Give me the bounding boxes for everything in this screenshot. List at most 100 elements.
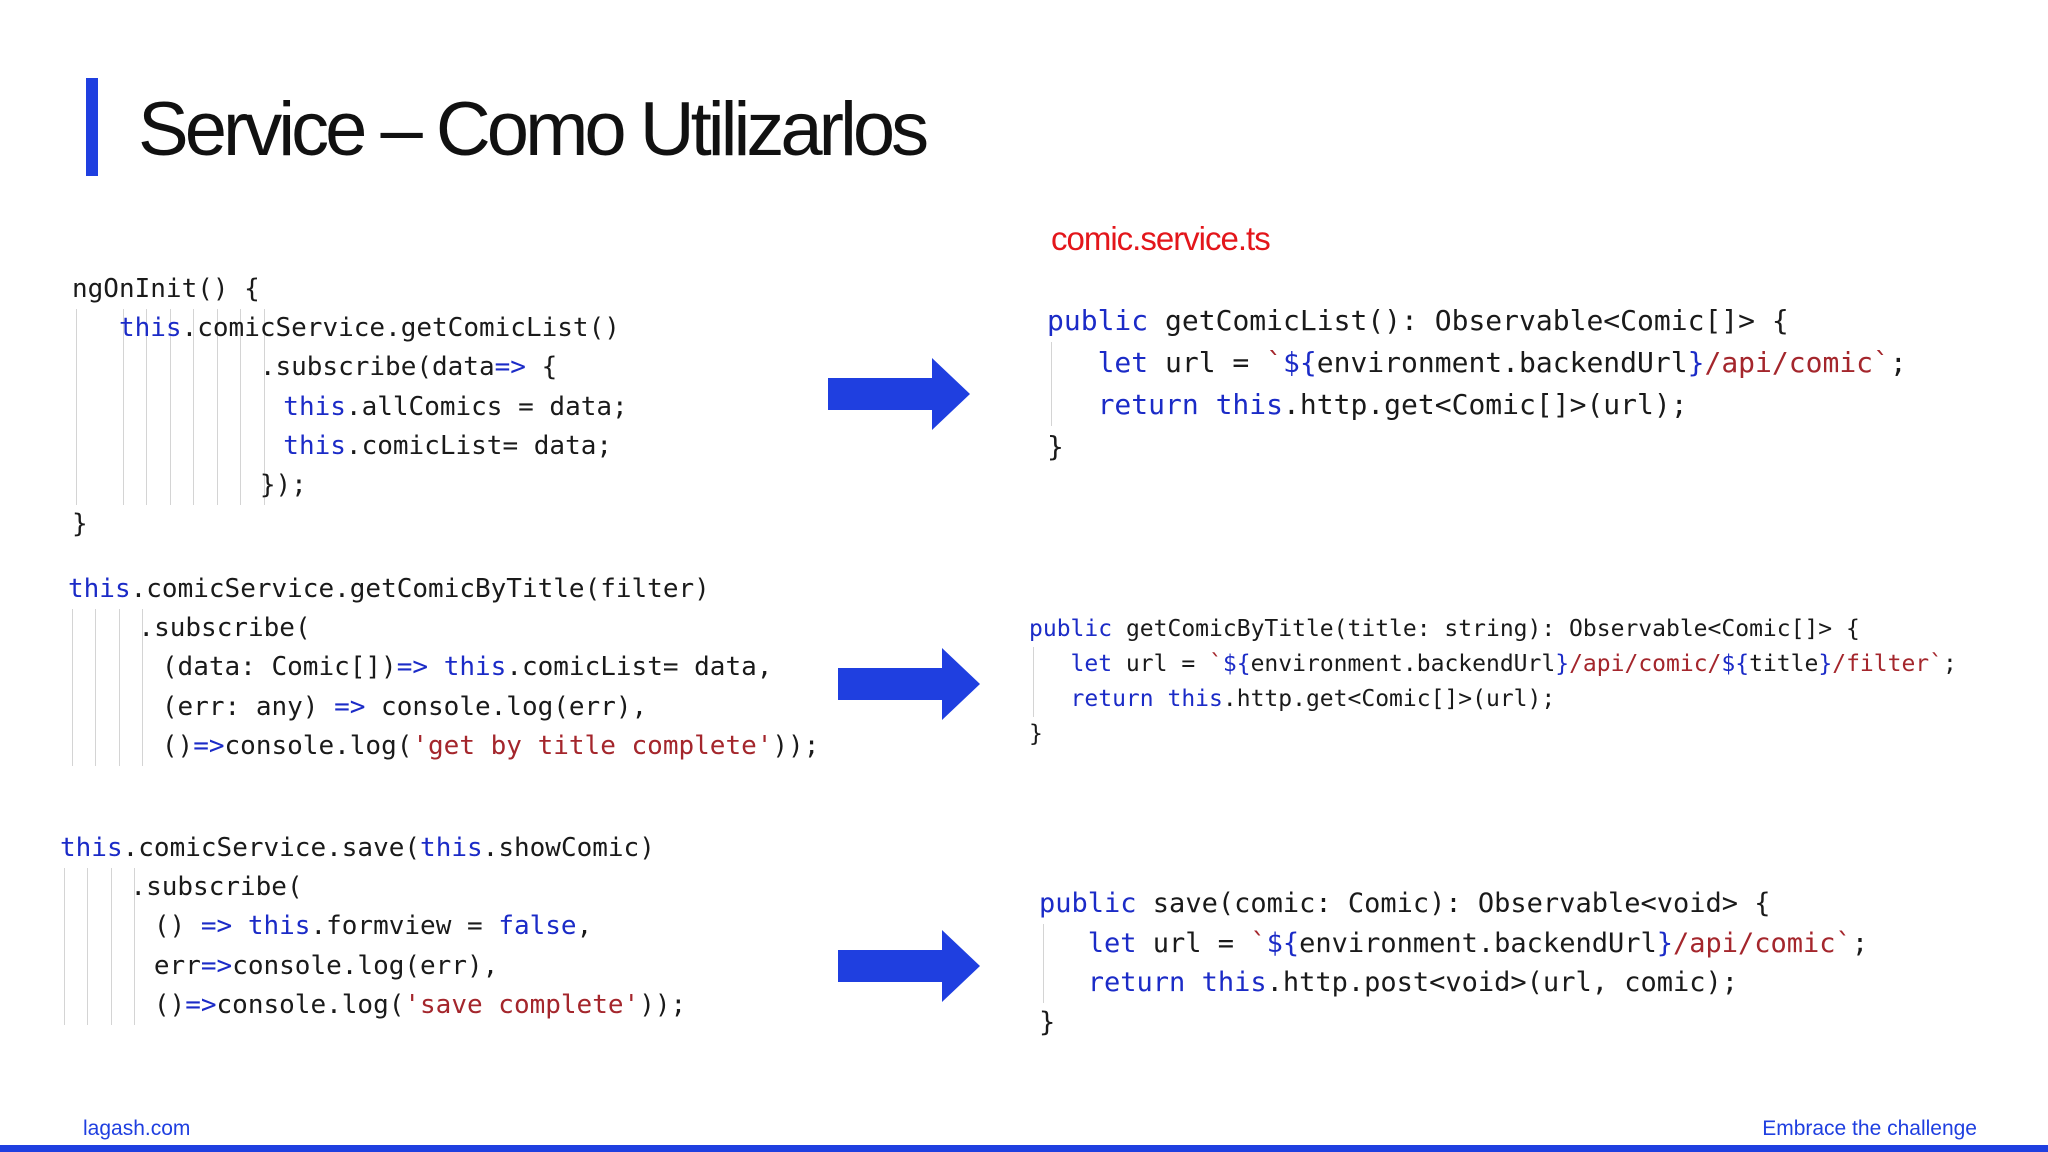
indent-guide-line <box>134 868 136 1025</box>
code-keyword: } <box>1656 927 1673 959</box>
indent-guide-line <box>1043 923 1044 1003</box>
code-string: ` <box>1250 927 1267 959</box>
code-keyword: this <box>118 313 182 344</box>
code-line: } <box>1029 717 1957 752</box>
code-string: 'save complete' <box>404 989 640 1020</box>
code-text: environment.backendUrl <box>1316 346 1688 379</box>
code-keyword: this <box>1215 388 1284 421</box>
code-block-getcomicbytitle-usage: this.comicService.getComicByTitle(filter… <box>68 570 819 766</box>
code-text <box>1199 388 1216 421</box>
code-line: .subscribe( <box>60 868 686 907</box>
code-text: .subscribe( <box>138 613 311 644</box>
code-string: /filter` <box>1832 651 1943 677</box>
code-keyword: ${ <box>1266 927 1300 959</box>
code-keyword: this <box>283 391 346 422</box>
indent-guide-line <box>193 309 195 506</box>
code-keyword: this <box>68 574 131 604</box>
code-line: ()=>console.log('save complete')); <box>60 986 686 1025</box>
code-keyword: return <box>1070 686 1154 712</box>
code-keyword: return <box>1087 967 1186 998</box>
code-line: public getComicList(): Observable<Comic[… <box>1047 300 1907 342</box>
code-text: } <box>1029 721 1043 747</box>
code-text: title <box>1749 651 1819 677</box>
code-line: (err: any) => console.log(err), <box>68 688 819 727</box>
footer-accent-bar <box>0 1145 2048 1152</box>
code-line: return this.http.get<Comic[]>(url); <box>1029 682 1957 717</box>
code-line: this.comicService.getComicList() <box>72 309 628 348</box>
code-text: .http.get<Comic[]>(url); <box>1222 686 1556 712</box>
code-string: /api/comic` <box>1673 927 1852 959</box>
code-text <box>232 911 248 941</box>
code-keyword: this <box>60 833 123 863</box>
code-text: , <box>576 911 593 942</box>
arrow-right-icon <box>828 358 970 430</box>
code-line: let url = `${environment.backendUrl}/api… <box>1047 342 1907 384</box>
code-text: .allComics = data; <box>345 391 628 422</box>
code-text: url = <box>1136 927 1251 959</box>
code-block-getcomicbytitle-service: public getComicByTitle(title: string): O… <box>1029 612 1957 752</box>
code-text: )); <box>772 730 820 761</box>
code-text: console.log(err), <box>365 691 648 722</box>
code-line: ngOnInit() { <box>72 270 628 309</box>
code-string: /api/comic/ <box>1569 651 1722 677</box>
indent-guide-line <box>118 609 120 766</box>
code-text: () <box>153 911 201 942</box>
code-text <box>1154 686 1168 712</box>
code-text: getComicByTitle(title: string): Observab… <box>1112 616 1860 642</box>
code-keyword: this <box>1167 686 1223 712</box>
code-text: console.log( <box>224 730 413 761</box>
code-text: .http.get<Comic[]>(url); <box>1283 388 1688 421</box>
code-text: url = <box>1112 651 1210 677</box>
code-line: (data: Comic[])=> this.comicList= data, <box>68 648 819 687</box>
code-line: }); <box>72 466 628 505</box>
slide-title: Service – Como Utilizarlos <box>138 87 929 172</box>
indent-guide-line <box>64 868 65 1025</box>
code-block-save-service: public save(comic: Comic): Observable<vo… <box>1039 884 1868 1042</box>
code-text: .comicService.save( <box>122 833 421 863</box>
code-text: )); <box>639 989 687 1020</box>
code-text: ngOnInit() { <box>72 274 260 304</box>
code-line: return this.http.post<void>(url, comic); <box>1039 963 1868 1003</box>
footer-tagline: Embrace the challenge <box>1762 1117 1977 1140</box>
code-text: .formview = <box>310 911 499 942</box>
code-text: }); <box>259 470 307 501</box>
code-line: let url = `${environment.backendUrl}/api… <box>1029 647 1957 682</box>
indent-guide-line <box>146 309 148 506</box>
code-string: ` <box>1266 346 1284 379</box>
code-string: ` <box>1209 651 1223 677</box>
code-line: () => this.formview = false, <box>60 907 686 946</box>
indent-guide-line <box>72 609 73 766</box>
code-keyword: } <box>1687 346 1705 379</box>
code-keyword: public <box>1029 616 1113 642</box>
code-text: { <box>525 352 558 383</box>
indent-guide-line <box>87 868 89 1025</box>
file-name-label: comic.service.ts <box>1051 220 1271 257</box>
code-keyword: this <box>443 652 507 683</box>
code-text: ; <box>1943 651 1957 677</box>
code-line: ()=>console.log('get by title complete')… <box>68 727 819 766</box>
code-text <box>428 652 444 682</box>
code-keyword: false <box>498 911 577 942</box>
code-keyword: let <box>1097 346 1149 379</box>
code-keyword: let <box>1087 927 1137 959</box>
code-line: this.comicList= data; <box>72 427 628 466</box>
code-line: this.comicService.getComicByTitle(filter… <box>68 570 819 609</box>
code-keyword: ${ <box>1721 651 1750 677</box>
code-line: let url = `${environment.backendUrl}/api… <box>1039 924 1868 964</box>
indent-guide-line <box>122 309 124 506</box>
indent-guide-line <box>216 309 218 506</box>
code-text: .comicService.getComicByTitle(filter) <box>130 574 710 604</box>
code-line: } <box>1047 426 1907 468</box>
code-text <box>1185 967 1201 998</box>
code-text: .http.post<void>(url, comic); <box>1266 967 1738 998</box>
code-text: (data: Comic[]) <box>161 652 397 683</box>
code-keyword: this <box>1201 967 1267 998</box>
code-text: console.log( <box>216 989 405 1020</box>
code-text: ; <box>1851 927 1869 959</box>
code-string: /api/comic` <box>1704 346 1890 379</box>
code-text: } <box>1039 1006 1056 1038</box>
code-block-save-usage: this.comicService.save(this.showComic).s… <box>60 829 686 1025</box>
code-text: save(comic: Comic): Observable<void> { <box>1136 888 1771 919</box>
code-keyword: ${ <box>1283 346 1317 379</box>
indent-guide-line <box>240 309 242 506</box>
